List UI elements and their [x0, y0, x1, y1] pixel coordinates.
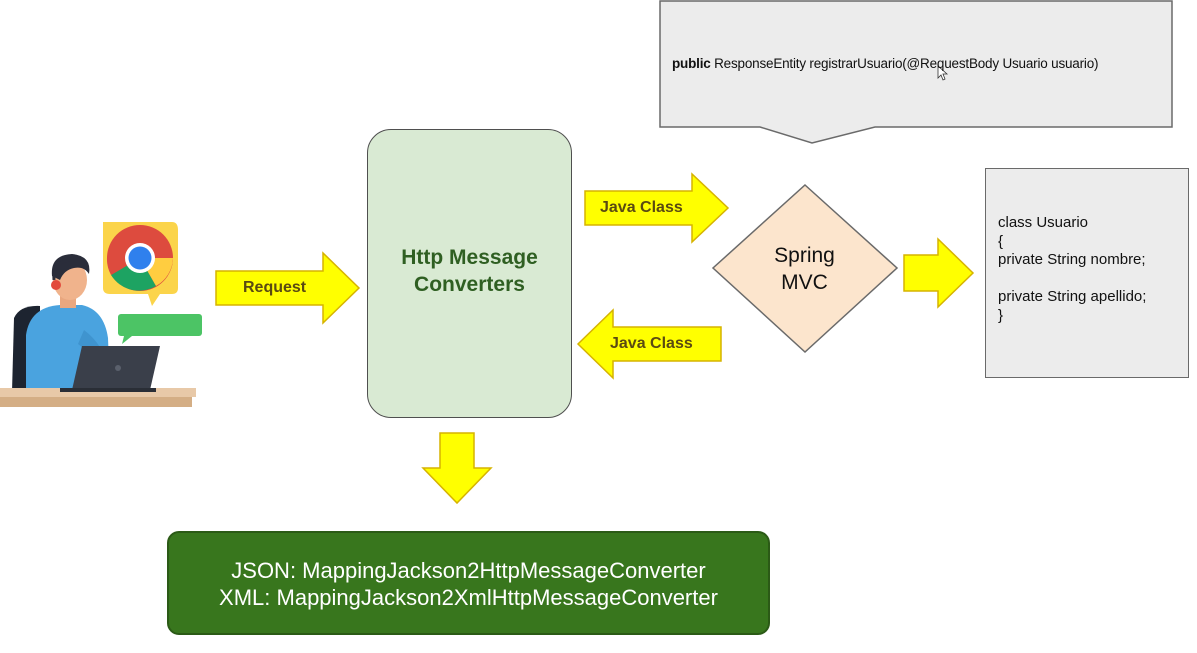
mvc-to-class-arrow — [903, 237, 975, 309]
spring-mvc-diamond — [711, 183, 899, 354]
spring-mvc-label: Spring MVC — [774, 244, 835, 294]
callout-keyword: public — [672, 56, 711, 71]
mouse-cursor-icon — [937, 65, 949, 81]
converter-formats-text: JSON: MappingJackson2HttpMessageConverte… — [167, 557, 770, 611]
chrome-icon — [103, 222, 178, 306]
class-line: class Usuario — [998, 214, 1089, 231]
java-class-arrow-left — [576, 308, 722, 380]
request-arrow-label: Request — [243, 279, 307, 296]
callout-bubble — [659, 0, 1173, 144]
java-class-top-label: Java Class — [600, 199, 683, 216]
callout-method-signature: public ResponseEntity registrarUsuario(@… — [672, 56, 1167, 71]
down-arrow — [421, 432, 493, 505]
person-at-laptop-icon — [0, 254, 196, 407]
java-class-arrow-right — [584, 172, 730, 244]
java-class-bottom-label: Java Class — [610, 335, 693, 352]
usuario-class-code: class Usuario { private String nombre; p… — [998, 214, 1146, 326]
xml-converter-line: XML: MappingJackson2XmlHttpMessageConver… — [219, 585, 718, 610]
class-line: { — [998, 232, 1004, 250]
json-converter-line: JSON: MappingJackson2HttpMessageConverte… — [231, 558, 706, 583]
chat-bubble-icon — [118, 314, 202, 344]
converter-formats-box — [167, 531, 770, 635]
class-line: private String apellido; — [998, 288, 1147, 306]
class-line — [998, 270, 1146, 289]
request-arrow — [215, 251, 361, 325]
usuario-class-box — [985, 168, 1189, 378]
http-message-converters-title: Http Message Converters — [401, 246, 538, 296]
class-line: private String nombre; — [998, 251, 1146, 269]
callout-signature: ResponseEntity registrarUsuario(@Request… — [714, 56, 1099, 71]
class-line: } — [998, 306, 1004, 324]
http-message-converters-box — [367, 129, 572, 418]
